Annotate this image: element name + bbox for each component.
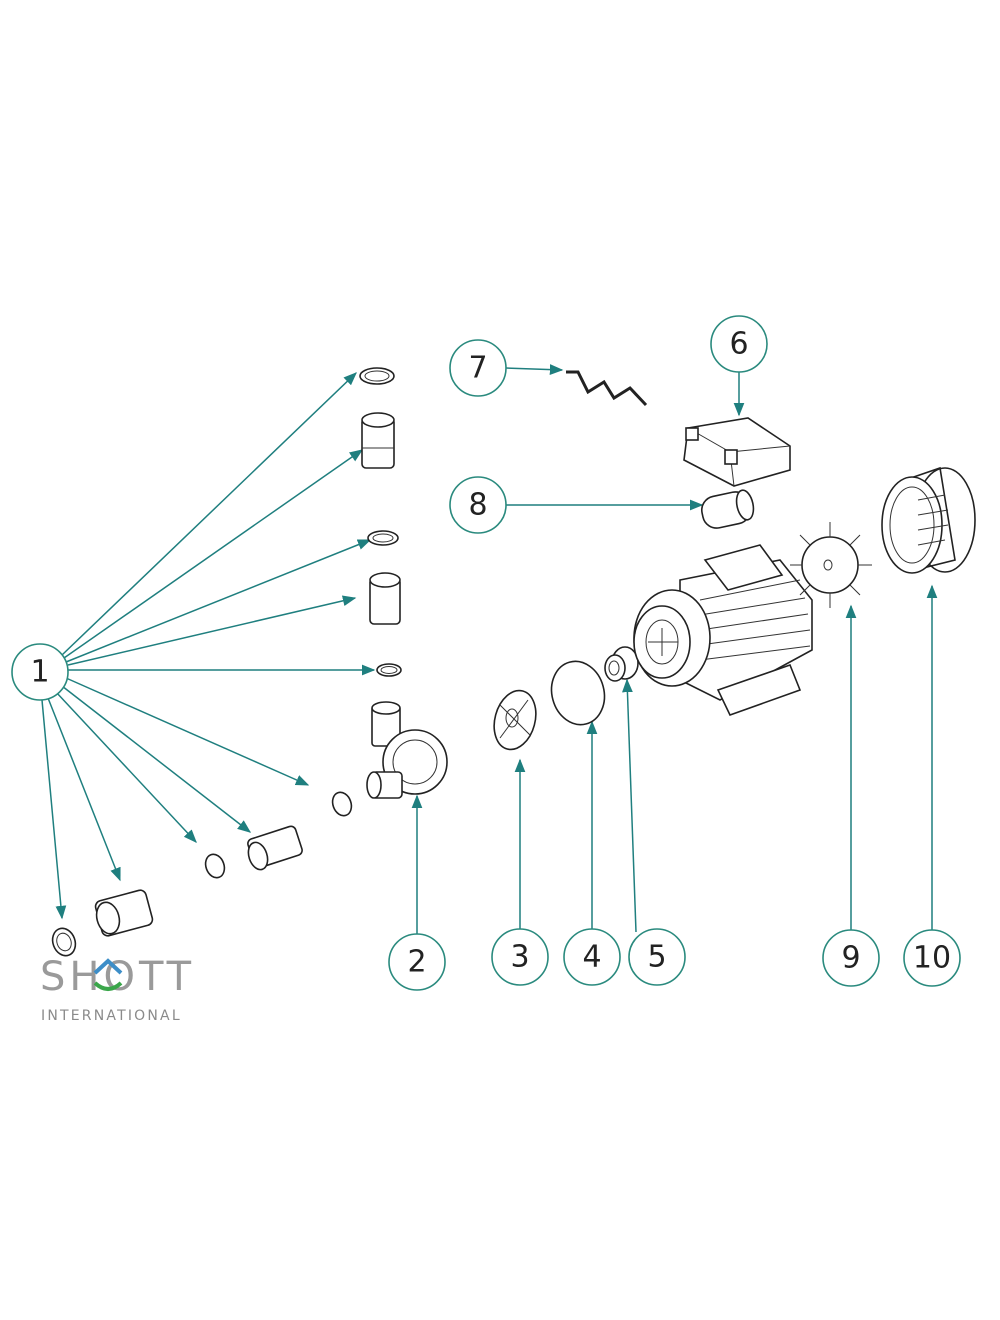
logo-name: SHOTT (40, 954, 195, 1000)
svg-text:5: 5 (647, 940, 666, 975)
svg-text:3: 3 (510, 940, 529, 975)
o-ring-large (550, 660, 606, 726)
svg-text:1: 1 (30, 655, 49, 690)
fitting-lower-right (247, 825, 303, 871)
svg-text:7: 7 (468, 351, 487, 386)
callout-2: 2 (388, 933, 446, 991)
callout-1: 1 (11, 643, 69, 701)
callout-8: 8 (449, 476, 507, 534)
svg-text:8: 8 (468, 488, 487, 523)
mechanical-seal (604, 646, 639, 682)
fan-cover (881, 466, 976, 574)
terminal-box (683, 417, 791, 487)
callout-9: 9 (822, 929, 880, 987)
motor (633, 544, 813, 716)
svg-text:10: 10 (913, 941, 951, 976)
fitting-middle (369, 572, 401, 625)
svg-text:4: 4 (582, 940, 601, 975)
capacitor (701, 489, 755, 529)
callout-5: 5 (628, 928, 686, 986)
svg-text:9: 9 (841, 941, 860, 976)
wire (566, 370, 648, 407)
svg-text:6: 6 (729, 327, 748, 362)
callout-6: 6 (710, 315, 768, 373)
logo-subtitle: INTERNATIONAL (41, 1008, 182, 1024)
leader-lines (41, 364, 938, 935)
fitting-upper (361, 412, 395, 469)
impeller (493, 689, 537, 751)
callout-7: 7 (449, 339, 507, 397)
pump-housing (366, 701, 448, 799)
callout-4: 4 (563, 928, 621, 986)
shott-logo: SHOTT INTERNATIONAL (40, 954, 195, 1024)
fan (790, 522, 872, 608)
callout-10: 10 (903, 929, 961, 987)
callout-3: 3 (491, 928, 549, 986)
fitting-lower-left (94, 889, 154, 937)
svg-text:2: 2 (407, 945, 426, 980)
fittings-and-orings (51, 367, 402, 957)
